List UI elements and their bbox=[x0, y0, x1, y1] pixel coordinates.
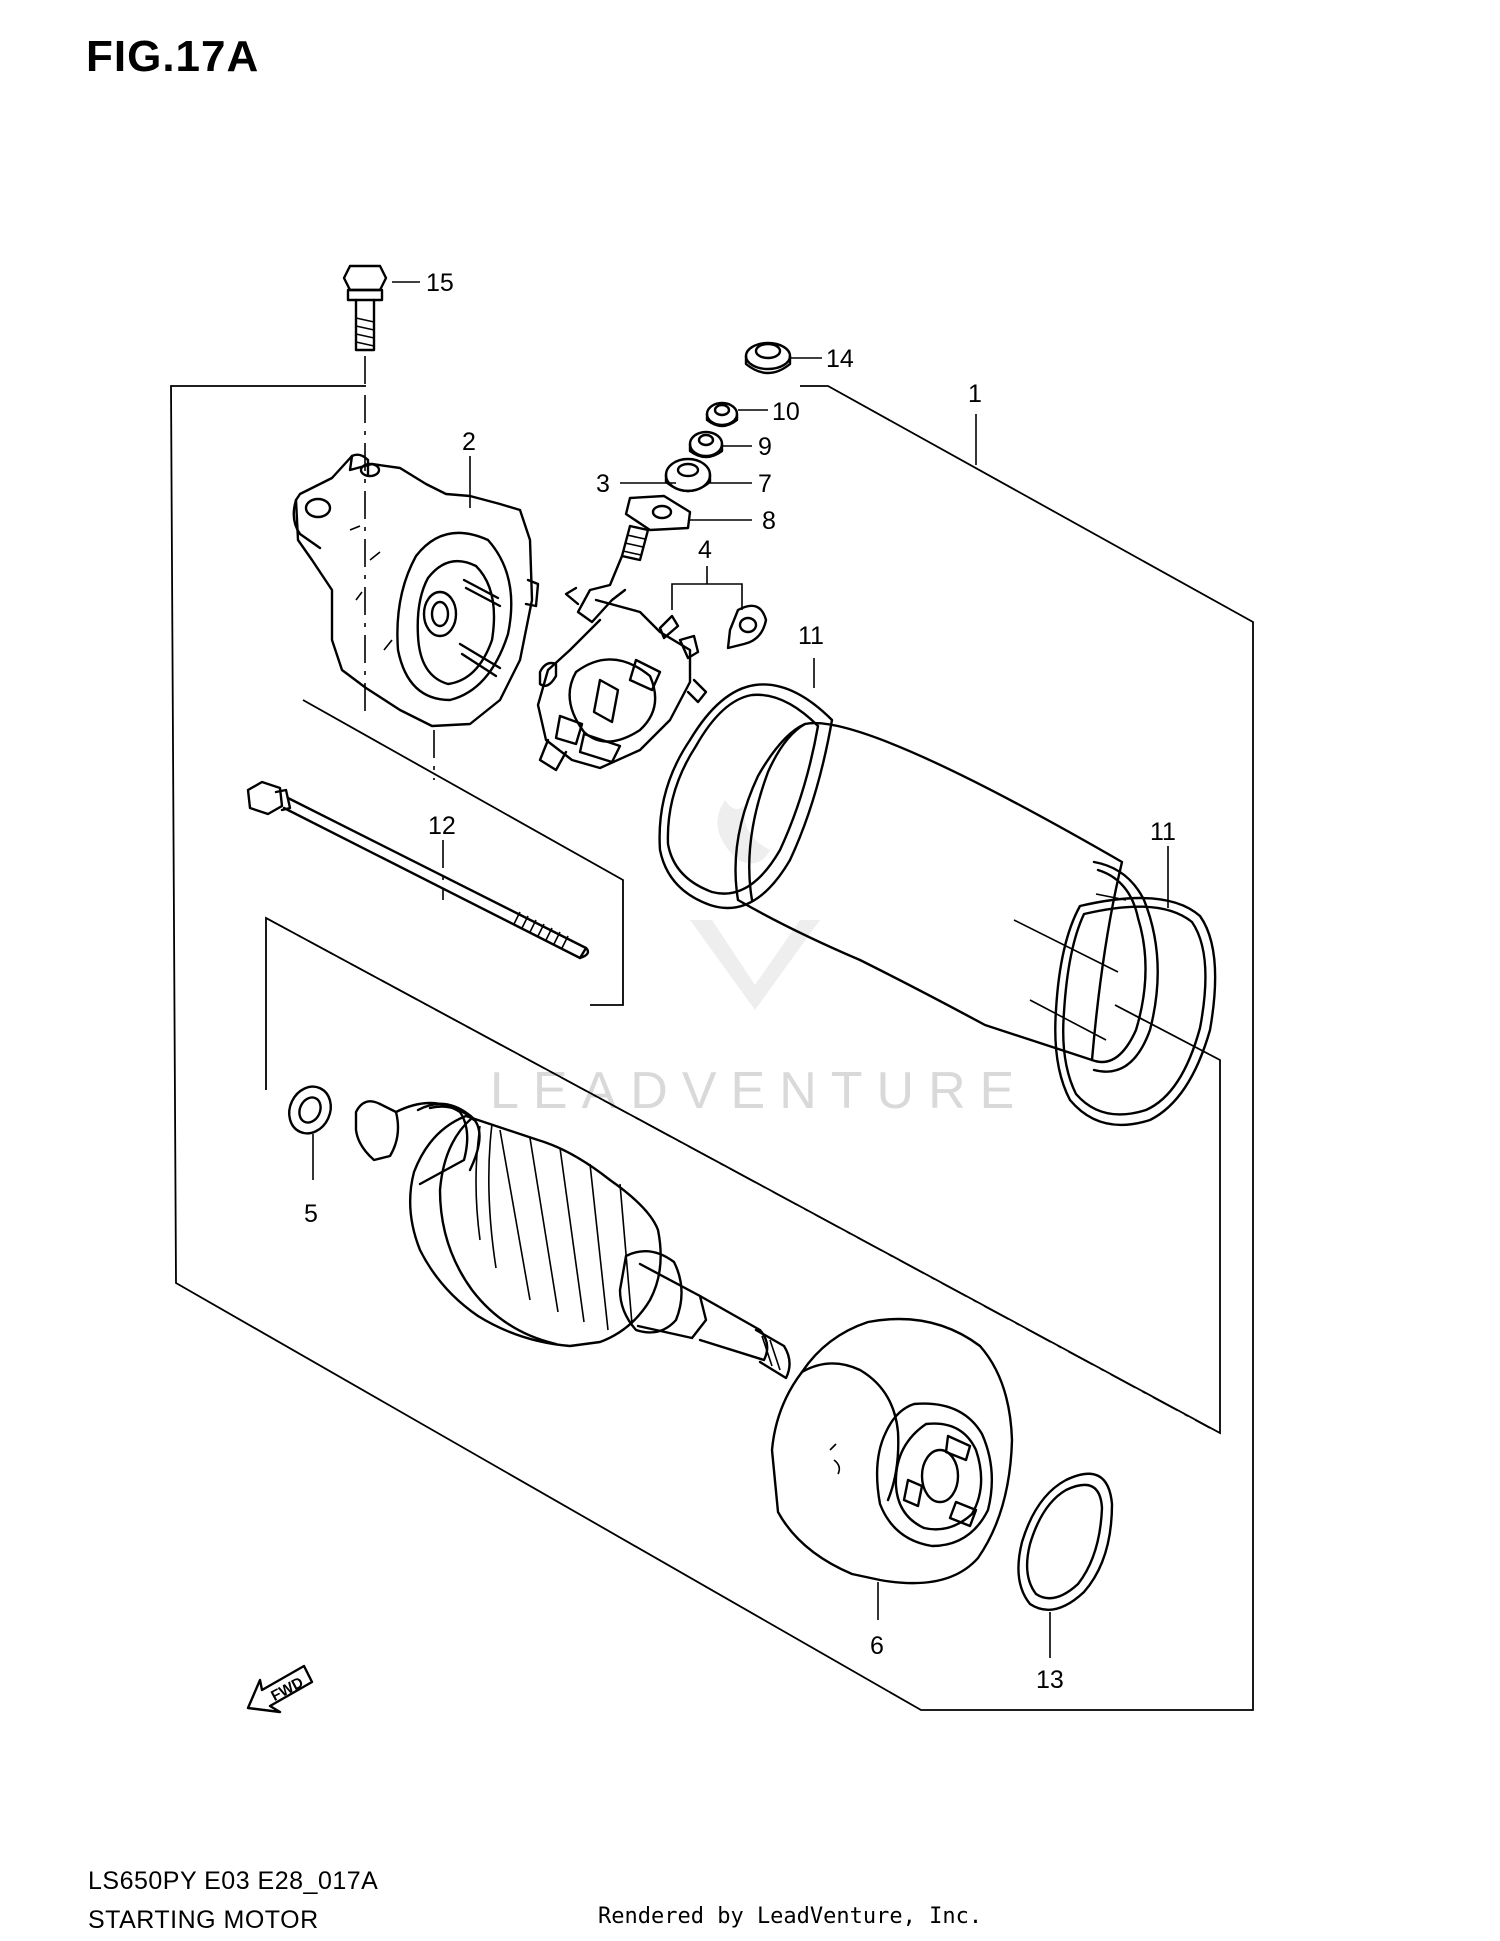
armature-subframe bbox=[265, 916, 1221, 1435]
part-8-plate bbox=[624, 494, 692, 532]
callout-5: 5 bbox=[304, 1200, 318, 1228]
callout-numbers: 15 14 1 10 2 9 3 7 8 4 11 11 12 5 6 13 bbox=[304, 269, 1176, 1694]
fwd-direction-marker: FWD bbox=[246, 1664, 314, 1714]
part-11-o-ring-upper bbox=[658, 683, 834, 910]
yoke-housing bbox=[734, 721, 1159, 1073]
leader-lines bbox=[312, 281, 1169, 1658]
render-credit: Rendered by LeadVenture, Inc. bbox=[598, 1904, 983, 1929]
callout-12: 12 bbox=[428, 812, 456, 840]
callout-14: 14 bbox=[826, 345, 854, 373]
callout-11-upper: 11 bbox=[798, 622, 824, 650]
part-14-nut bbox=[744, 341, 792, 375]
watermark-text: LEADVENTURE bbox=[490, 1062, 1028, 1120]
armature bbox=[354, 1100, 791, 1380]
model-code: LS650PY E03 E28_017A bbox=[88, 1867, 379, 1895]
part-13-o-ring bbox=[1017, 1472, 1114, 1611]
part-4-brush-set bbox=[658, 566, 768, 650]
rear-cover-subframe bbox=[302, 699, 624, 1006]
callout-8: 8 bbox=[762, 507, 776, 535]
callout-15: 15 bbox=[426, 269, 454, 297]
callout-3: 3 bbox=[596, 470, 610, 498]
callout-4: 4 bbox=[698, 536, 712, 564]
watermark: LEADVENTURE bbox=[490, 800, 1028, 1120]
part-9-nut bbox=[688, 430, 724, 459]
part-6-front-cover bbox=[770, 1317, 1014, 1585]
assembly-frame bbox=[170, 385, 1254, 1711]
figure-title: FIG.17A bbox=[86, 32, 260, 81]
callout-6: 6 bbox=[870, 1632, 884, 1660]
part-2-rear-housing bbox=[292, 453, 540, 780]
part-7-insulator bbox=[664, 457, 712, 493]
callout-11-lower: 11 bbox=[1150, 818, 1176, 846]
part-12-through-bolt bbox=[246, 780, 590, 960]
callout-2: 2 bbox=[462, 428, 476, 456]
callout-1: 1 bbox=[968, 380, 982, 408]
part-3-brush-holder bbox=[536, 524, 708, 772]
part-11-o-ring-lower bbox=[1054, 896, 1217, 1127]
callout-7: 7 bbox=[758, 470, 772, 498]
fwd-label: FWD bbox=[268, 1674, 306, 1705]
part-5-washer bbox=[288, 1085, 332, 1135]
callout-9: 9 bbox=[758, 433, 772, 461]
part-10-nut bbox=[705, 401, 739, 428]
callout-13: 13 bbox=[1036, 1666, 1064, 1694]
part-15-bolt bbox=[342, 264, 388, 386]
watermark-logo-icon bbox=[690, 800, 820, 1010]
callout-10: 10 bbox=[772, 398, 800, 426]
section-name: STARTING MOTOR bbox=[88, 1906, 319, 1934]
